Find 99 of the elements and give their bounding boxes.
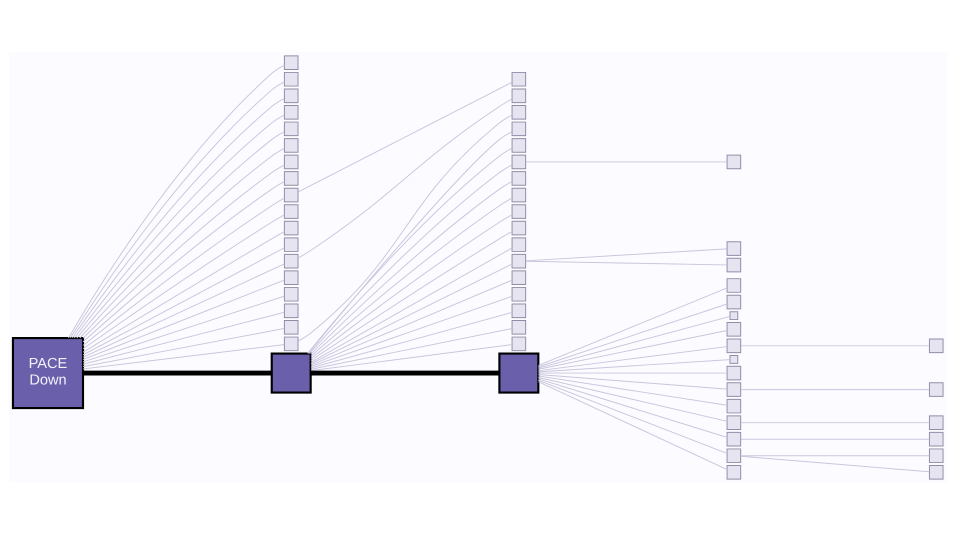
node-box: [284, 138, 298, 153]
node-box: [928, 432, 944, 447]
node-box: [928, 415, 944, 430]
connector: [538, 376, 728, 422]
connector: [538, 380, 728, 454]
node-box: [730, 311, 738, 320]
node-box: [284, 55, 298, 70]
node-box: [512, 72, 526, 87]
node-box: [284, 171, 298, 186]
node-box: [284, 286, 298, 302]
connector: [310, 280, 512, 366]
node-box: [730, 355, 738, 364]
node-box: [726, 432, 742, 447]
node-box: [726, 258, 742, 272]
node-box: [928, 338, 944, 354]
node-box: [726, 448, 742, 464]
node-box: [284, 105, 298, 120]
node-box: [512, 105, 526, 120]
connector: [538, 330, 728, 370]
connector: [310, 312, 512, 368]
connector: [310, 344, 512, 372]
connector: [311, 370, 500, 376]
connector: [526, 161, 728, 162]
node-box: [512, 138, 526, 153]
connector: [740, 345, 930, 346]
connector: [82, 247, 285, 356]
node-box: [512, 270, 526, 286]
node-box: [512, 171, 526, 186]
connector: [538, 316, 730, 369]
connector: [740, 389, 930, 390]
node-box: [284, 122, 298, 136]
connector: [310, 296, 512, 367]
connector: [538, 375, 728, 406]
node-box: [726, 366, 742, 380]
node-box: [928, 382, 944, 397]
connector: [83, 370, 272, 376]
node-box: [512, 237, 526, 252]
connector: [310, 328, 512, 370]
node-box: [284, 188, 298, 202]
node-box: [512, 254, 526, 268]
connector: [526, 260, 728, 266]
node-box: [284, 220, 298, 236]
node-box: [284, 237, 298, 252]
node-box: [726, 415, 742, 430]
node-box: [512, 204, 526, 219]
connector: [298, 114, 512, 342]
connector: [82, 328, 285, 368]
node-box: [726, 338, 742, 354]
connector: [538, 381, 728, 470]
node-box: [726, 382, 742, 397]
node-box: [284, 88, 298, 104]
connector: [538, 372, 728, 374]
connector: [526, 248, 728, 262]
node-box: [270, 352, 312, 394]
connector: [740, 455, 930, 456]
node-box: [284, 304, 298, 318]
node-box: [512, 286, 526, 302]
connector: [82, 344, 285, 370]
connector: [82, 280, 285, 360]
connector: [82, 264, 285, 358]
node-box: [726, 322, 742, 337]
connector: [298, 98, 512, 258]
connector: [538, 346, 728, 372]
connector: [538, 374, 728, 390]
node-box: [512, 188, 526, 202]
connector: [298, 82, 512, 192]
node-box: [726, 241, 742, 256]
connector: [740, 456, 930, 472]
node-box: [726, 294, 742, 310]
node-box: [284, 72, 298, 87]
connector: [538, 304, 728, 368]
node-box: [284, 154, 298, 170]
connector: [82, 312, 285, 365]
node-box: [512, 122, 526, 136]
node-box: [512, 220, 526, 236]
node-box: [498, 352, 540, 394]
connector: [538, 287, 728, 366]
node-box: [512, 336, 526, 352]
node-box: [284, 320, 298, 335]
node-box: [284, 336, 298, 352]
node-box: [726, 278, 742, 293]
connector: [82, 296, 285, 362]
connector: [538, 378, 728, 438]
node-box: [284, 270, 298, 286]
node-box: [512, 320, 526, 335]
connector: [740, 438, 930, 440]
node-box: PACE Down: [12, 336, 84, 410]
node-box: [512, 304, 526, 318]
node-box: [726, 154, 742, 170]
node-box: [284, 204, 298, 219]
node-box: [928, 465, 944, 480]
node-box: [512, 154, 526, 170]
node-box: [928, 448, 944, 464]
node-box: [284, 254, 298, 268]
connector: [538, 359, 730, 372]
connector: [740, 422, 930, 424]
node-box: [726, 465, 742, 480]
node-box: [726, 398, 742, 414]
node-box: [512, 88, 526, 104]
